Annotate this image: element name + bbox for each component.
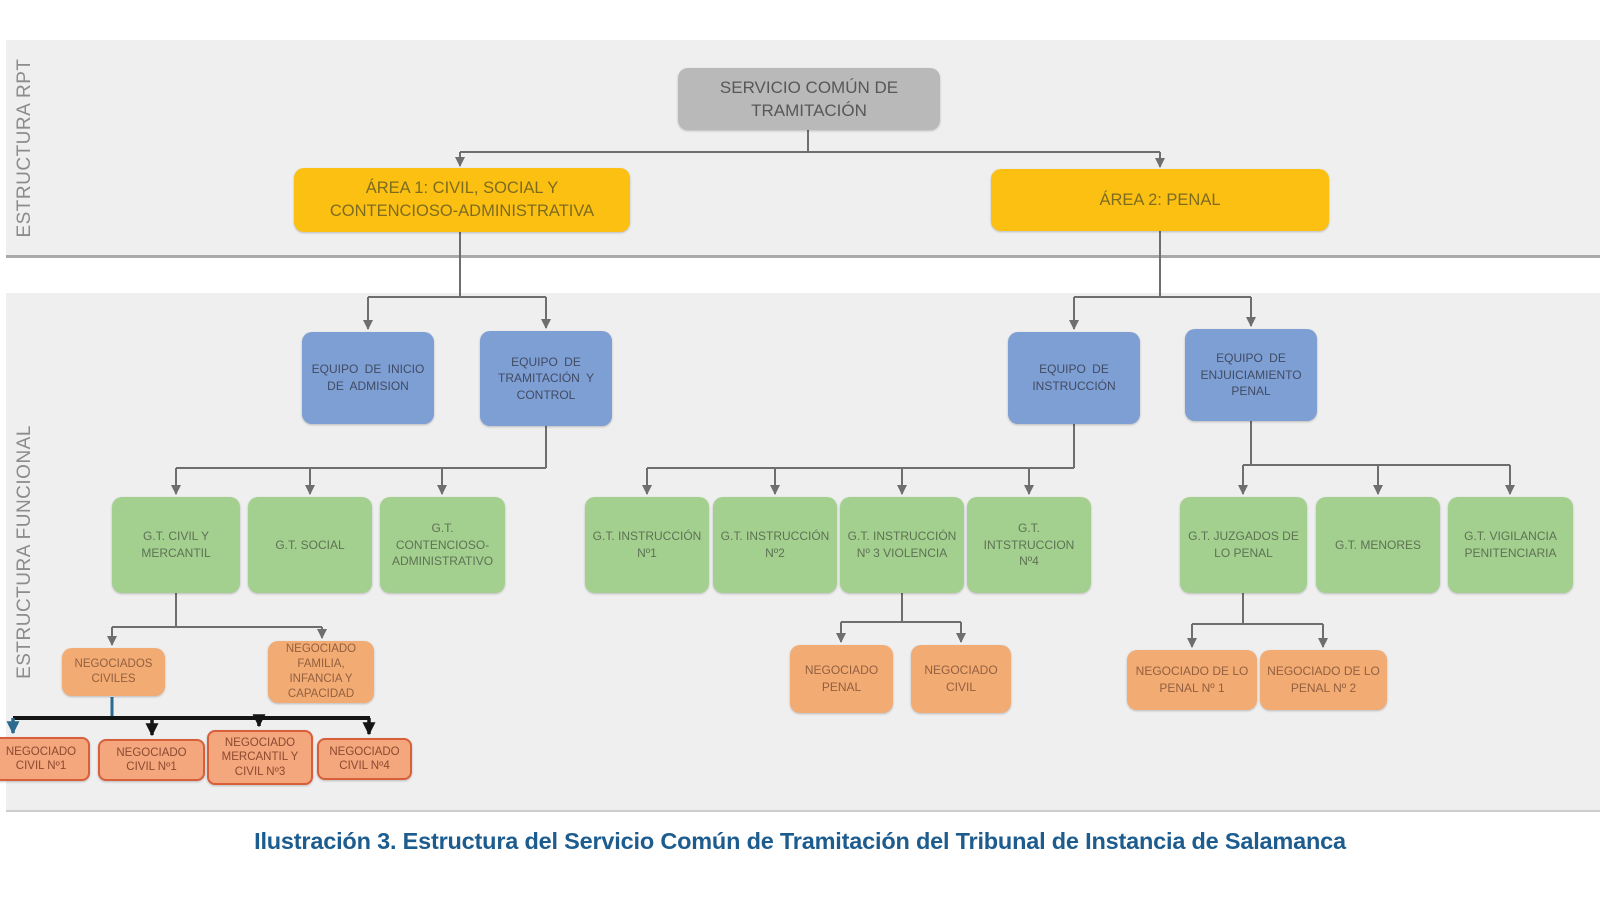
node-negociado-civil-4: NEGOCIADO CIVIL Nº4 [317, 738, 412, 780]
node-gt-civil-mercantil: G.T. CIVIL Y MERCANTIL [112, 497, 240, 593]
node-gt-menores: G.T. MENORES [1316, 497, 1440, 593]
node-gt-instruccion-2: G.T. INSTRUCCIÓN Nº2 [713, 497, 837, 593]
node-gt-instruccion-4: G.T. INTSTRUCCION Nº4 [967, 497, 1091, 593]
node-negociado-lo-penal-2: NEGOCIADO DE LO PENAL Nº 2 [1260, 650, 1387, 710]
node-negociado-mercantil-civil-3: NEGOCIADO MERCANTIL Y CIVIL Nº3 [207, 730, 313, 785]
node-negociados-civiles: NEGOCIADOS CIVILES [62, 648, 165, 696]
node-equipo-inicio-admision: EQUIPO DE INICIO DE ADMISION [302, 332, 434, 424]
node-gt-vigilancia-penitenciaria: G.T. VIGILANCIA PENITENCIARIA [1448, 497, 1573, 593]
node-area-1: ÁREA 1: CIVIL, SOCIAL Y CONTENCIOSO-ADMI… [294, 168, 630, 232]
node-negociado-lo-penal-1: NEGOCIADO DE LO PENAL Nº 1 [1127, 650, 1257, 710]
node-gt-juzgados-penal: G.T. JUZGADOS DE LO PENAL [1180, 497, 1307, 593]
figure-caption: Ilustración 3. Estructura del Servicio C… [254, 828, 1346, 854]
node-negociado-familia-infancia-capacidad: NEGOCIADO FAMILIA, INFANCIA Y CAPACIDAD [268, 641, 374, 703]
node-servicio-comun-tramitacion: SERVICIO COMÚN DE TRAMITACIÓN [678, 68, 940, 130]
node-gt-contencioso-administrativo: G.T. CONTENCIOSO-ADMINISTRATIVO [380, 497, 505, 593]
node-negociado-civil-1b: NEGOCIADO CIVIL Nº1 [98, 739, 205, 781]
node-equipo-enjuiciamiento-penal: EQUIPO DE ENJUICIAMIENTO PENAL [1185, 329, 1317, 421]
node-negociado-civil: NEGOCIADO CIVIL [911, 645, 1011, 713]
node-area-2: ÁREA 2: PENAL [991, 169, 1329, 231]
node-gt-instruccion-1: G.T. INSTRUCCIÓN Nº1 [585, 497, 709, 593]
node-equipo-tramitacion-control: EQUIPO DE TRAMITACIÓN Y CONTROL [480, 331, 612, 426]
node-equipo-instruccion: EQUIPO DE INSTRUCCIÓN [1008, 332, 1140, 424]
node-gt-social: G.T. SOCIAL [248, 497, 372, 593]
node-gt-instruccion-3-violencia: G.T. INSTRUCCIÓN Nº 3 VIOLENCIA [840, 497, 964, 593]
node-negociado-civil-1a: NEGOCIADO CIVIL Nº1 [0, 737, 90, 781]
node-negociado-penal: NEGOCIADO PENAL [790, 645, 893, 713]
